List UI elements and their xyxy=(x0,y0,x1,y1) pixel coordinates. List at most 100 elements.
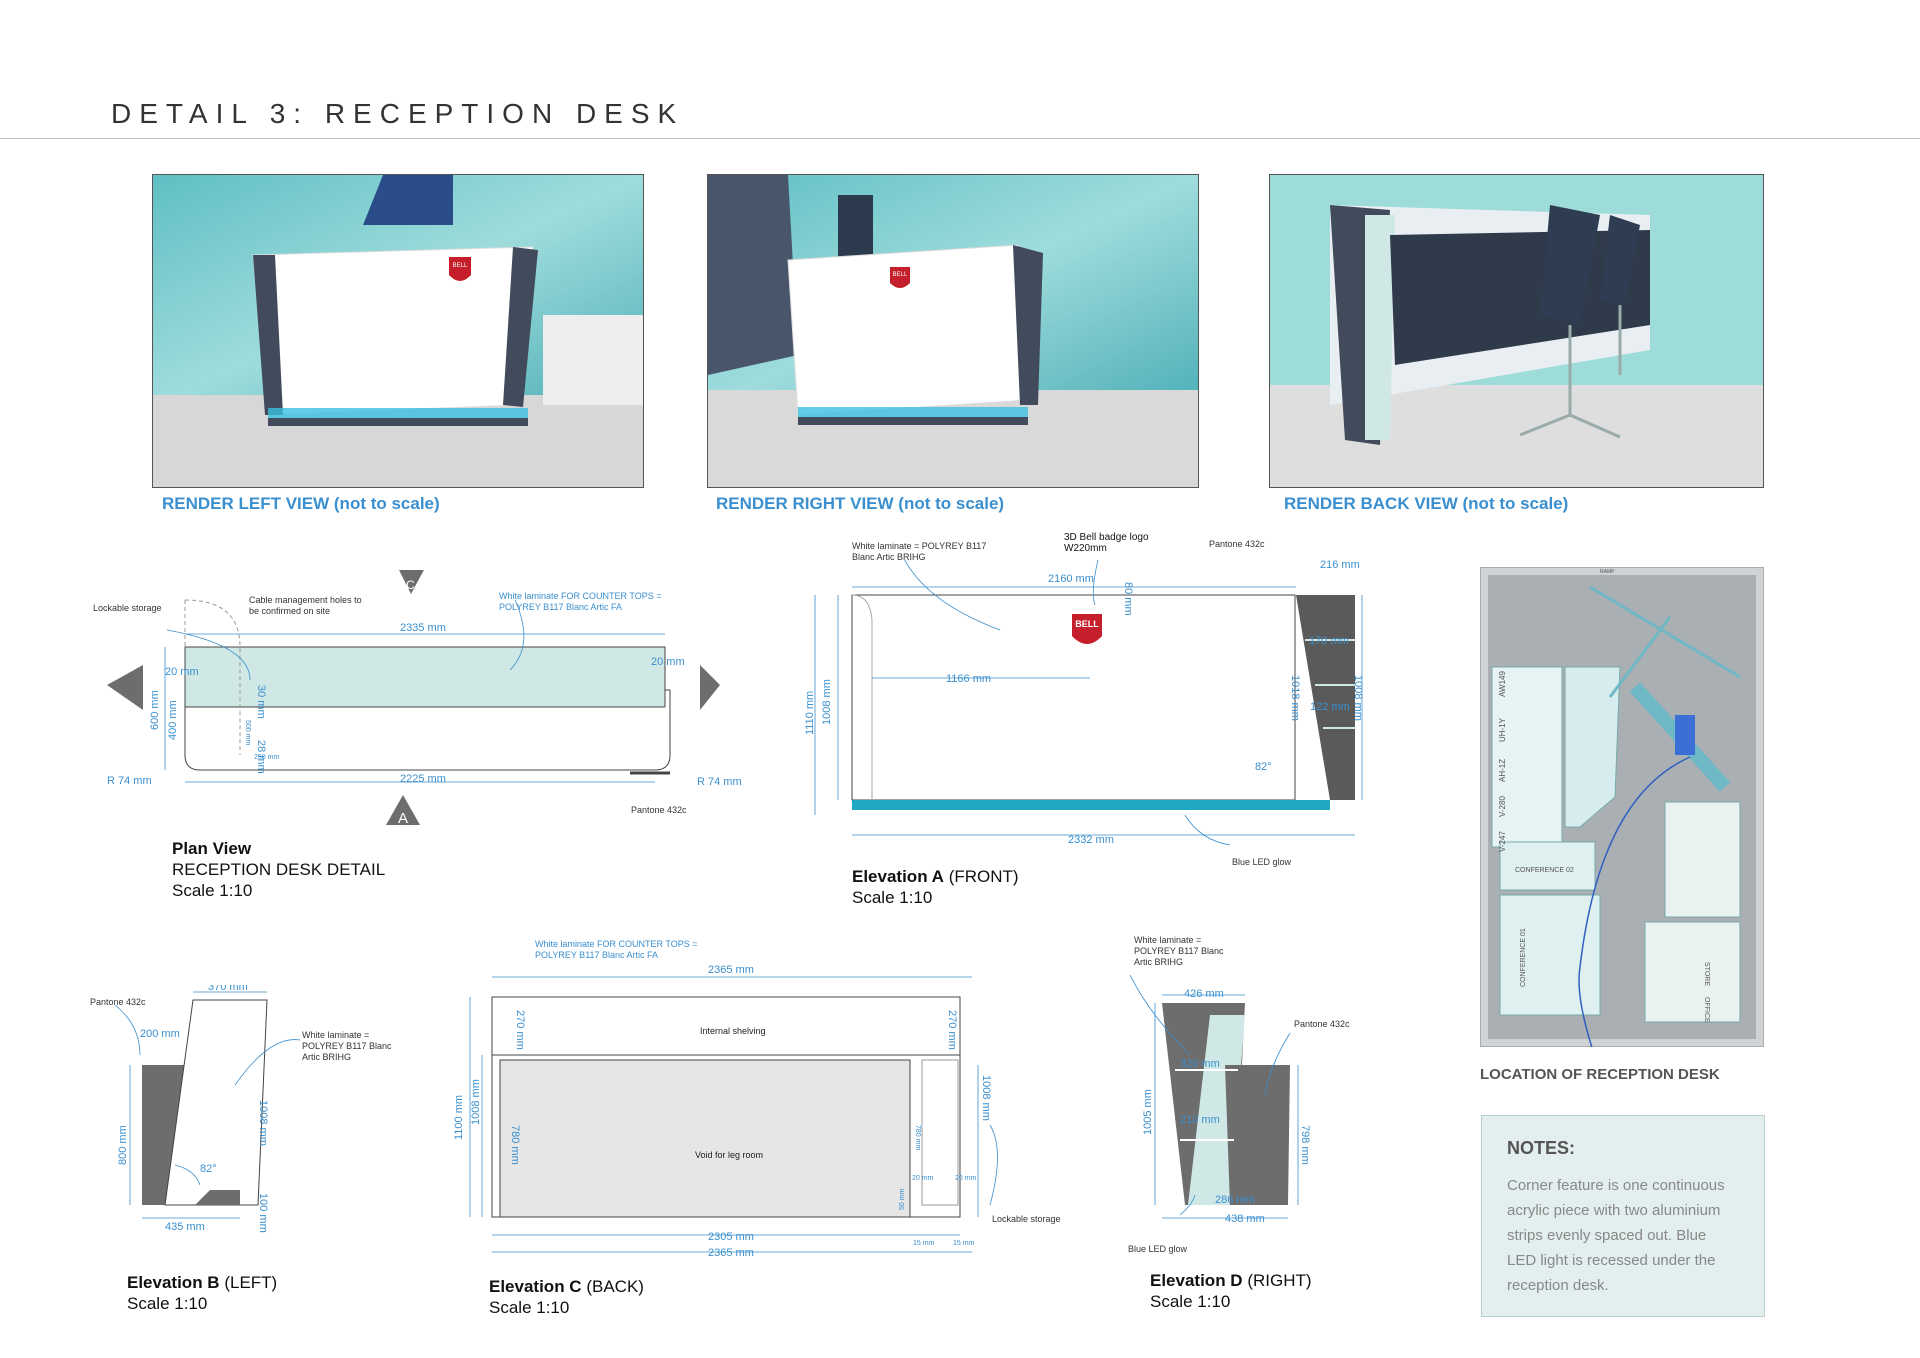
plan-dim-500: 500 mm xyxy=(244,720,251,745)
plan-view-title-block: Plan View RECEPTION DESK DETAIL Scale 1:… xyxy=(172,838,385,901)
elevation-d-dim-798: 798 mm xyxy=(1299,1125,1311,1165)
elevation-b-title: Elevation B xyxy=(127,1273,220,1292)
elevation-a-led-note: Blue LED glow xyxy=(1232,857,1292,867)
elevation-c-dim-void-height: 780 mm xyxy=(509,1125,521,1165)
elevation-c-dim-1100: 1100 mm xyxy=(453,1095,465,1140)
elevation-c-dim-gap-left: 20 mm xyxy=(912,1175,934,1182)
elevation-b-qualifier: (LEFT) xyxy=(224,1273,278,1292)
elevation-a-dim-left-1110: 1110 mm xyxy=(804,691,816,735)
elevation-a-dim-badge-offset: 80 mm xyxy=(1122,582,1134,616)
elevation-a-title-block: Elevation A (FRONT) Scale 1:10 xyxy=(852,866,1019,908)
elevation-c-dim-shelf-right: 270 mm xyxy=(946,1010,958,1050)
render-back-image xyxy=(1270,175,1763,487)
elevation-a-drawing: BELL 2160 mm 216 mm 1166 mm 170 mm 122 m… xyxy=(804,560,1364,846)
elevation-c-laminate-note: White laminate FOR COUNTER TOPS = POLYRE… xyxy=(535,939,698,960)
elevation-c-dim-1008-left: 1008 mm xyxy=(470,1079,482,1125)
page-title: DETAIL 3: RECEPTION DESK xyxy=(111,98,685,129)
location-label-ramp: RAMP xyxy=(1600,569,1615,575)
plan-dim-right-inset: 20 mm xyxy=(651,656,685,668)
elevation-c-dim-bottom-outer: 2365 mm xyxy=(708,1247,754,1259)
location-label-aw149: AW149 xyxy=(1498,671,1507,697)
elevation-a-scale: Scale 1:10 xyxy=(852,888,933,907)
plan-dim-radius-right: R 74 mm xyxy=(697,776,742,788)
elevation-d-scale: Scale 1:10 xyxy=(1150,1292,1231,1311)
elevation-a-badge-note: 3D Bell badge logo W220mm xyxy=(1064,532,1149,554)
plan-view-subtitle: RECEPTION DESK DETAIL xyxy=(172,860,386,879)
plan-dim-top: 2335 mm xyxy=(400,622,446,634)
elevation-c-void-label: Void for leg room xyxy=(695,1150,763,1160)
elevation-d-dim-inner-bottom: 286 mm xyxy=(1215,1194,1255,1206)
plan-view-title: Plan View xyxy=(172,839,252,858)
location-label-store: STORE xyxy=(1703,962,1710,986)
location-label-v280: V-280 xyxy=(1498,796,1507,817)
svg-text:BELL: BELL xyxy=(453,263,468,269)
elevation-d-dim-1005: 1005 mm xyxy=(1142,1089,1154,1135)
location-label-uh1y: UH-1Y xyxy=(1498,717,1507,742)
elevation-c-storage-note: Lockable storage xyxy=(992,1214,1061,1224)
elevation-c-qualifier: (BACK) xyxy=(586,1277,644,1296)
render-right-image: BELL xyxy=(708,175,1198,487)
plan-marker-a: A xyxy=(398,810,408,827)
elevation-a-dim-left-1008: 1008 mm xyxy=(821,679,833,725)
svg-text:BELL: BELL xyxy=(893,272,908,278)
elevation-c-title: Elevation C xyxy=(489,1277,582,1296)
plan-view-scale: Scale 1:10 xyxy=(172,881,253,900)
elevation-a-dim-170: 170 mm xyxy=(1309,635,1349,647)
plan-dim-250: 250 mm xyxy=(254,754,279,761)
plan-pantone-note: Pantone 432c xyxy=(631,805,687,815)
plan-dim-radius-left: R 74 mm xyxy=(107,775,152,787)
render-right-view: BELL xyxy=(707,174,1199,488)
elevation-c-dim-base: 50 mm xyxy=(899,1188,906,1210)
elevation-a-title: Elevation A xyxy=(852,867,944,886)
render-left-caption: RENDER LEFT VIEW (not to scale) xyxy=(162,494,440,513)
elevation-c-dim-top: 2365 mm xyxy=(708,965,754,976)
elevation-c-scale: Scale 1:10 xyxy=(489,1298,570,1317)
elevation-b-dim-inset: 200 mm xyxy=(140,1028,180,1040)
elevation-d-dim-top: 426 mm xyxy=(1184,988,1224,1000)
elevation-b-title-block: Elevation B (LEFT) Scale 1:10 xyxy=(127,1272,277,1314)
plan-dim-counter-depth: 30 mm xyxy=(255,685,267,719)
elevation-c-dim-storage-height: 780 mm xyxy=(914,1125,921,1150)
elevation-c-dim-shelf-left: 270 mm xyxy=(514,1010,526,1050)
elevation-b-dim-1008: 1008 mm xyxy=(257,1100,269,1146)
elevation-a-dim-top: 2160 mm xyxy=(1048,573,1094,585)
elevation-c-title-block: Elevation C (BACK) Scale 1:10 xyxy=(489,1276,644,1318)
location-label-conf01: CONFERENCE 01 xyxy=(1520,928,1527,987)
plan-dim-left-inset: 20 mm xyxy=(165,666,199,678)
plan-lockable-storage-note: Lockable storage xyxy=(93,603,162,613)
elevation-a-dim-angle: 82° xyxy=(1255,761,1272,773)
location-plan-map: AW149 UH-1Y AH-1Z V-280 V-247 CONFERENCE… xyxy=(1480,567,1764,1047)
elevation-a-laminate-note: White laminate = POLYREY B117 Blanc Arti… xyxy=(852,541,987,562)
plan-marker-c: C xyxy=(406,578,415,592)
elevation-b-dim-top: 370 mm xyxy=(208,985,248,993)
plan-cable-note: Cable management holes to be confirmed o… xyxy=(249,595,362,616)
elevation-c-dim-foot-right: 15 mm xyxy=(953,1240,975,1247)
plan-laminate-note: White laminate FOR COUNTER TOPS = POLYRE… xyxy=(499,591,662,612)
location-label-office: OFFICE xyxy=(1703,997,1710,1023)
notes-heading: NOTES: xyxy=(1507,1138,1576,1158)
elevation-d-pantone-note: Pantone 432c xyxy=(1294,1019,1350,1029)
render-back-view xyxy=(1269,174,1764,488)
plan-dim-shelf: 28 mm xyxy=(255,740,267,774)
elevation-c-dim-bottom-inner: 2305 mm xyxy=(708,1231,754,1243)
elevation-d-dim-bottom: 438 mm xyxy=(1225,1213,1265,1225)
elevation-a-dim-bottom: 2332 mm xyxy=(1068,834,1114,846)
render-left-image: BELL xyxy=(153,175,643,487)
elevation-b-pantone-note: Pantone 432c xyxy=(90,997,146,1007)
render-right-caption: RENDER RIGHT VIEW (not to scale) xyxy=(716,494,1005,513)
elevation-d-dim-mid: 320 mm xyxy=(1180,1058,1220,1070)
notes-body: Corner feature is one continuous acrylic… xyxy=(1507,1177,1725,1294)
title-divider xyxy=(0,138,1920,139)
elevation-a-qualifier: (FRONT) xyxy=(948,867,1019,886)
elevation-d-dim-inner: 210 mm xyxy=(1180,1114,1220,1126)
elevation-d-drawing: 426 mm 320 mm 210 mm 286 mm 438 mm 1005 … xyxy=(1129,975,1311,1225)
elevation-b-dim-base: 100 mm xyxy=(257,1193,269,1233)
elevation-b-scale: Scale 1:10 xyxy=(127,1294,208,1313)
plan-dim-depth: 600 mm xyxy=(149,690,161,730)
location-label-conf02: CONFERENCE 02 xyxy=(1515,867,1574,874)
plan-view-drawing: B D A C 2335 mm 2225 mm 20 mm 20 mm R 74… xyxy=(107,570,742,827)
elevation-c-dim-gap-right: 20 mm xyxy=(955,1175,977,1182)
elevation-b-drawing: 370 mm 200 mm 82° 435 mm 800 mm 1008 mm … xyxy=(114,985,301,1233)
elevation-a-pantone-note: Pantone 432c xyxy=(1209,539,1265,549)
elevation-c-dim-foot-left: 15 mm xyxy=(913,1240,935,1247)
